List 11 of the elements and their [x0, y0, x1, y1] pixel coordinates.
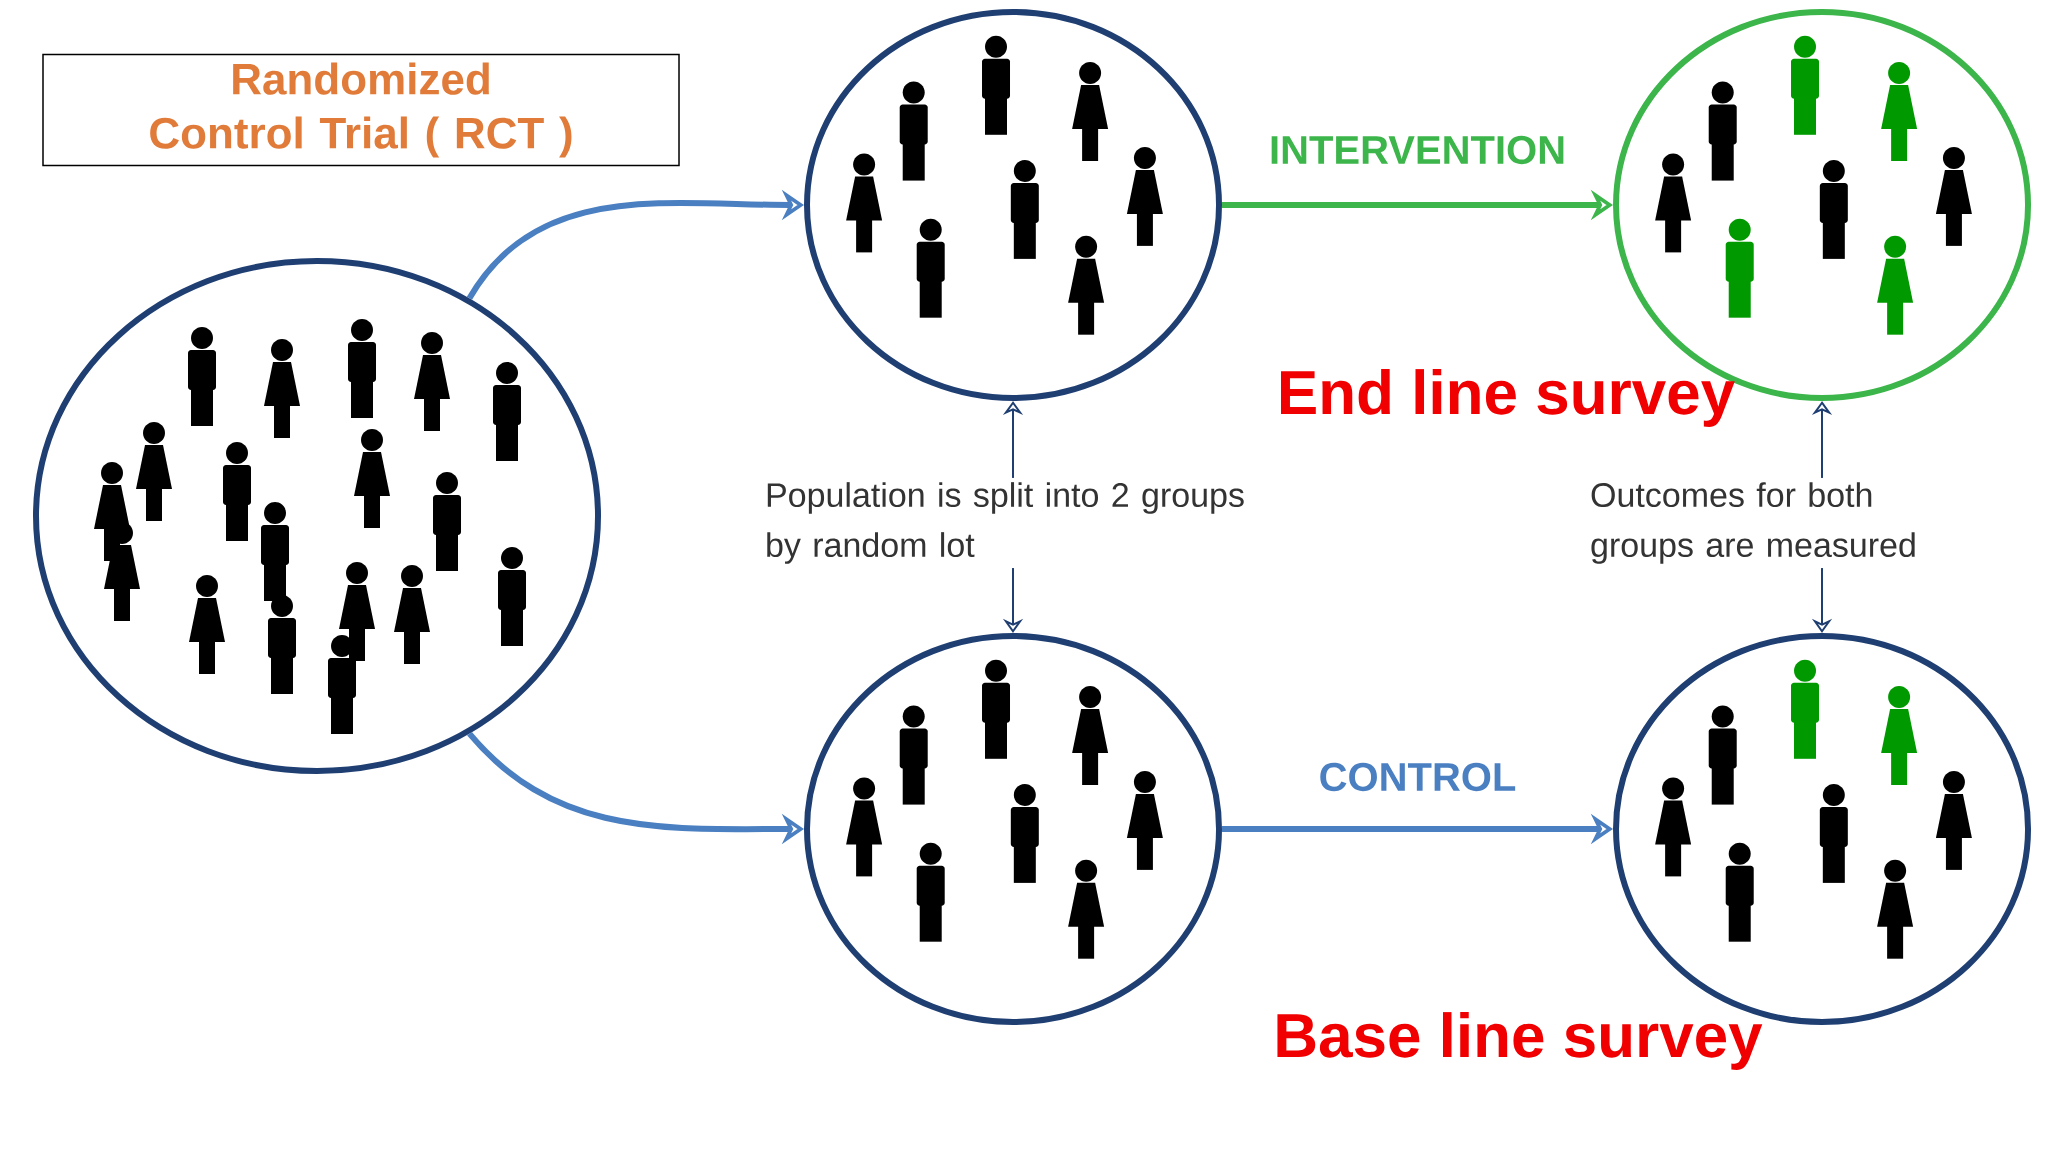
group-circle: [804, 633, 1222, 1025]
group-circle: [33, 258, 601, 774]
survey-label: End line survey: [1281, 369, 1735, 427]
edge-label: INTERVENTION: [1271, 135, 1564, 165]
group-circle: [804, 9, 1222, 401]
edge-label: CONTROL: [1320, 762, 1516, 792]
title-box: Randomized Control Trial ( RCT ): [42, 53, 680, 167]
note-text: Population is split into 2 groups by random lot: [767, 482, 1244, 564]
group-circle: [1613, 633, 2031, 1025]
note-text: Outcomes for both groups are measured: [1591, 482, 1915, 564]
survey-label: Base line survey: [1277, 1012, 1763, 1070]
